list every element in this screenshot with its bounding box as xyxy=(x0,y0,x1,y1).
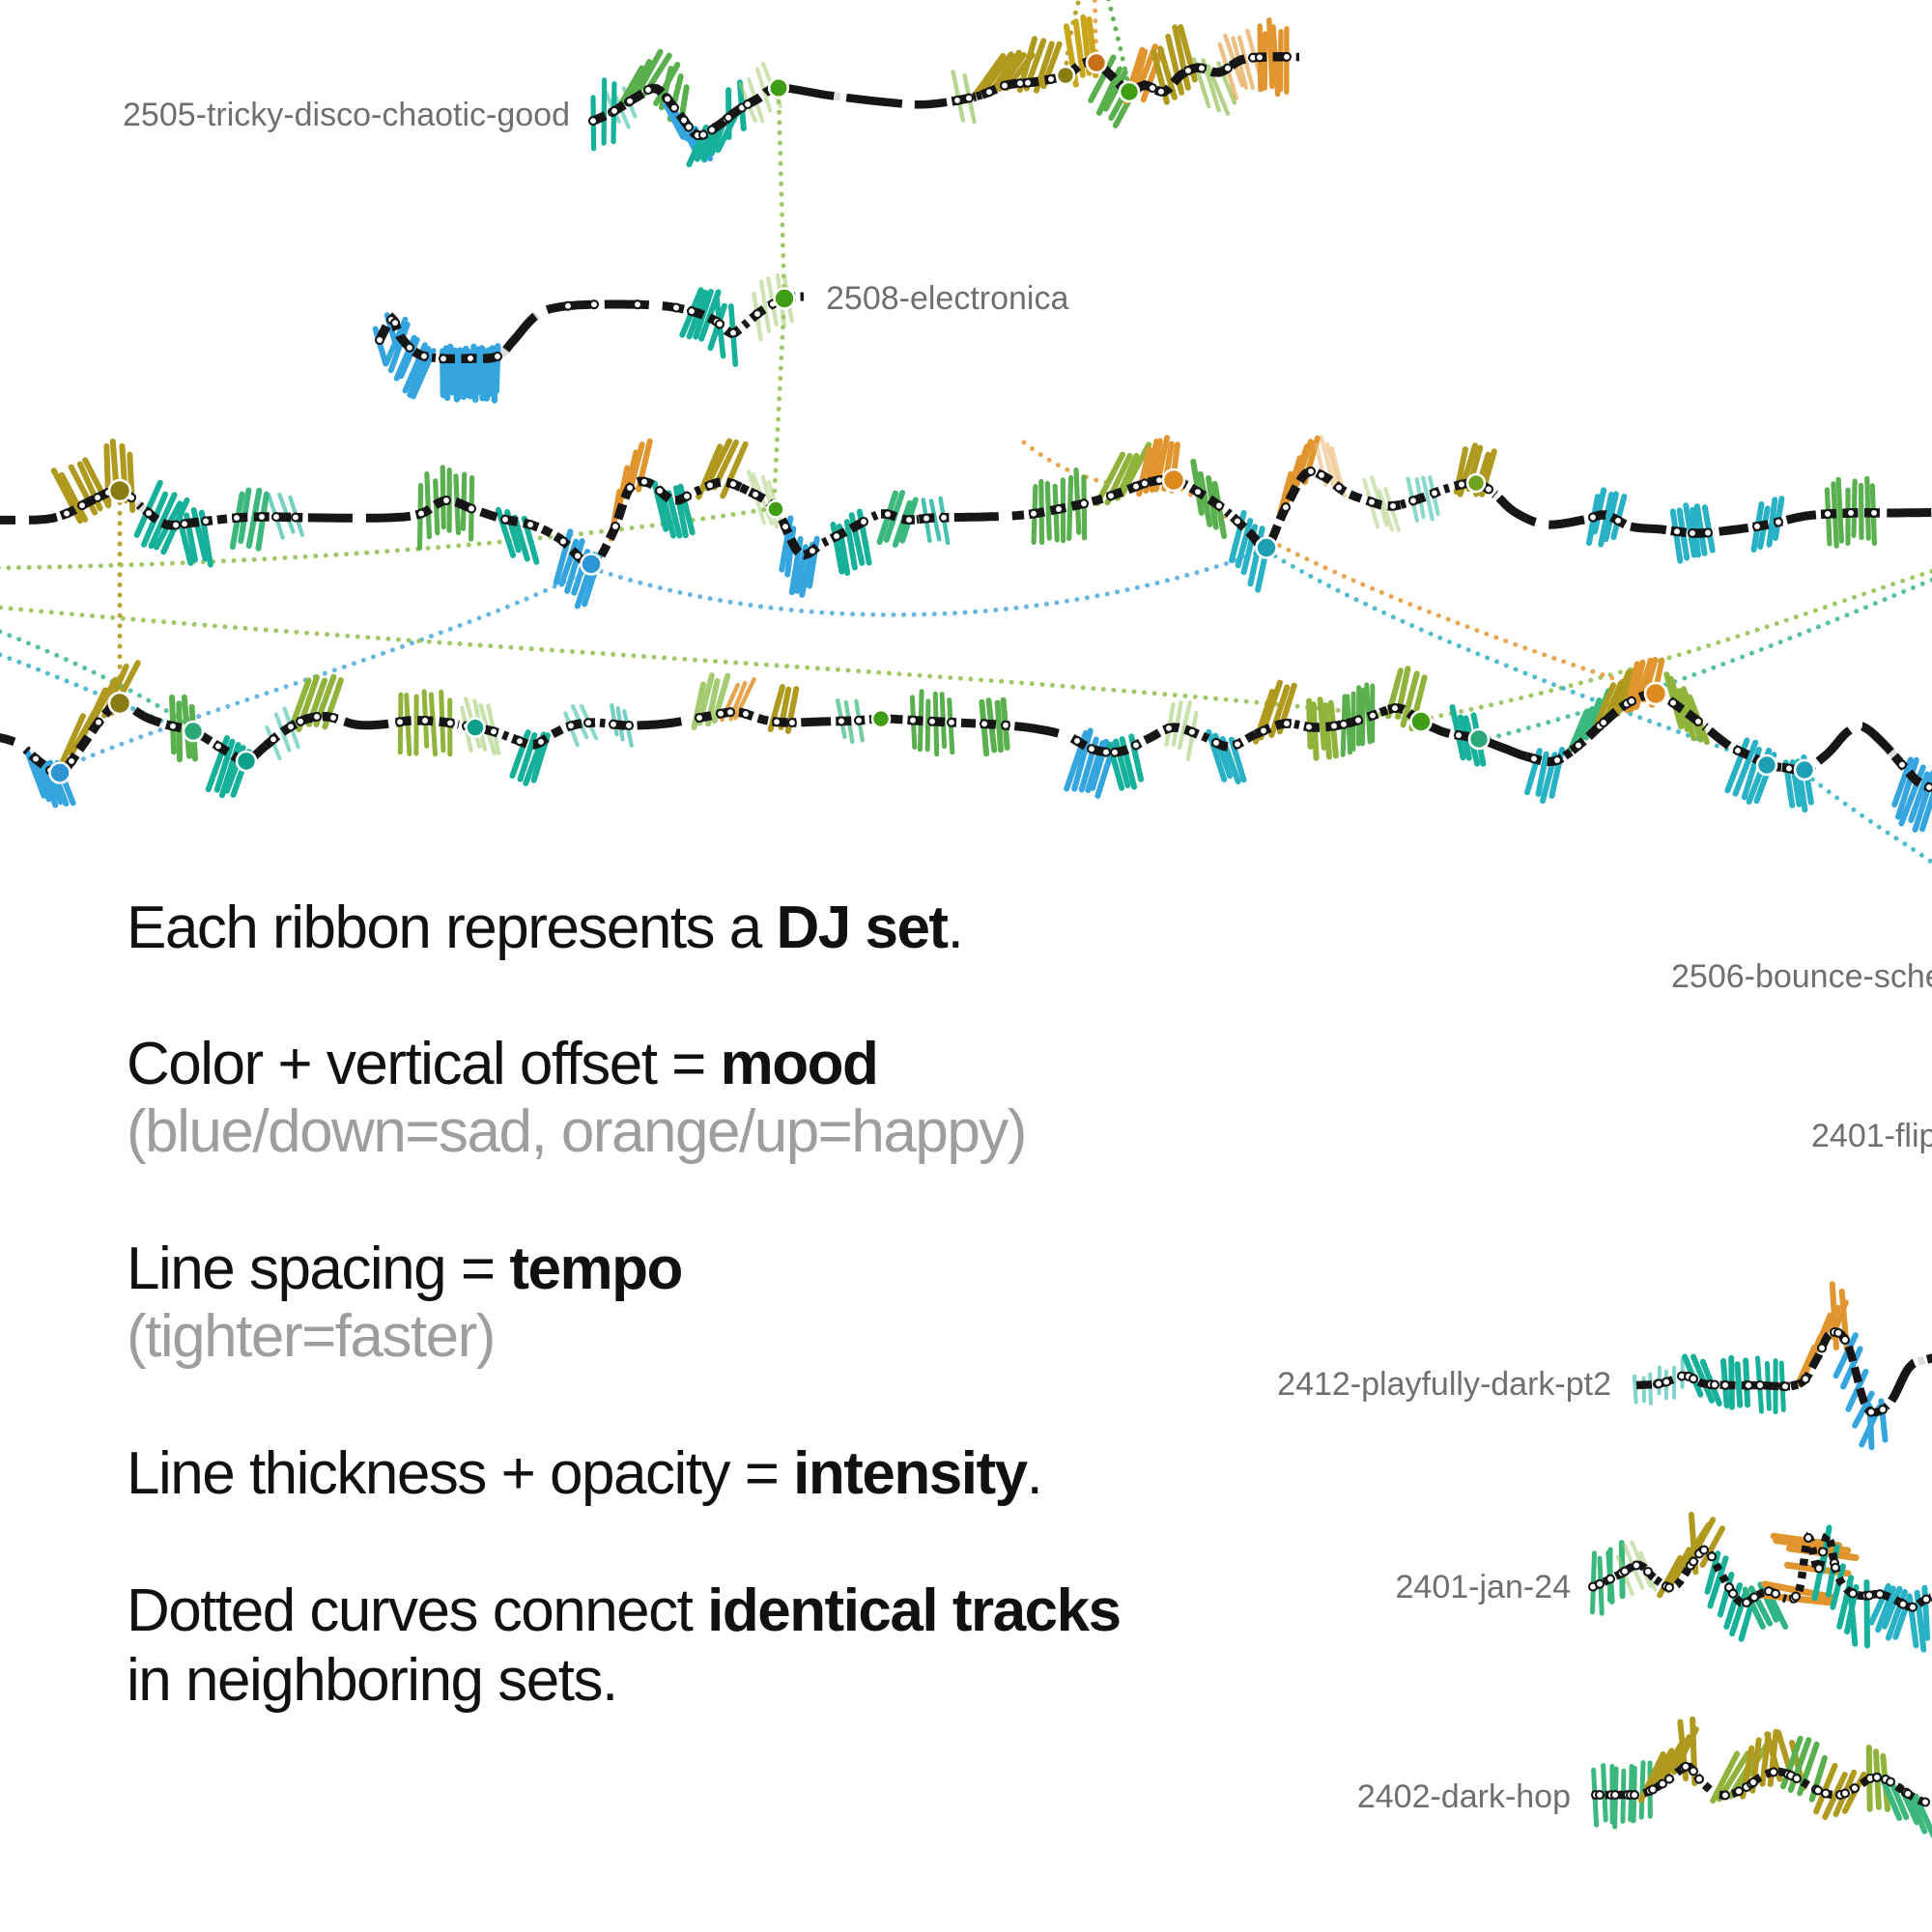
svg-text:Each ribbon represents a DJ se: Each ribbon represents a DJ set. xyxy=(127,895,962,961)
svg-text:Line thickness + opacity = int: Line thickness + opacity = intensity. xyxy=(127,1440,1041,1507)
svg-text:2401-flipped: 2401-flipped xyxy=(1811,1118,1932,1154)
svg-text:2401-jan-24: 2401-jan-24 xyxy=(1396,1569,1571,1605)
svg-text:2508-electronica: 2508-electronica xyxy=(826,280,1068,317)
svg-text:2506-bounce-schedule: 2506-bounce-schedule xyxy=(1671,958,1932,995)
svg-text:2412-playfully-dark-pt2: 2412-playfully-dark-pt2 xyxy=(1277,1366,1611,1403)
svg-text:Dotted curves connect identica: Dotted curves connect identical tracks xyxy=(127,1577,1121,1644)
svg-text:2402-dark-hop: 2402-dark-hop xyxy=(1357,1778,1571,1815)
svg-text:(blue/down=sad, orange/up=happ: (blue/down=sad, orange/up=happy) xyxy=(127,1098,1026,1165)
svg-text:(tighter=faster): (tighter=faster) xyxy=(127,1303,495,1370)
svg-text:2505-tricky-disco-chaotic-good: 2505-tricky-disco-chaotic-good xyxy=(123,97,570,133)
svg-text:Color + vertical offset = mood: Color + vertical offset = mood xyxy=(127,1031,877,1097)
svg-text:Line spacing = tempo: Line spacing = tempo xyxy=(127,1236,682,1302)
svg-text:in neighboring sets.: in neighboring sets. xyxy=(127,1647,617,1714)
